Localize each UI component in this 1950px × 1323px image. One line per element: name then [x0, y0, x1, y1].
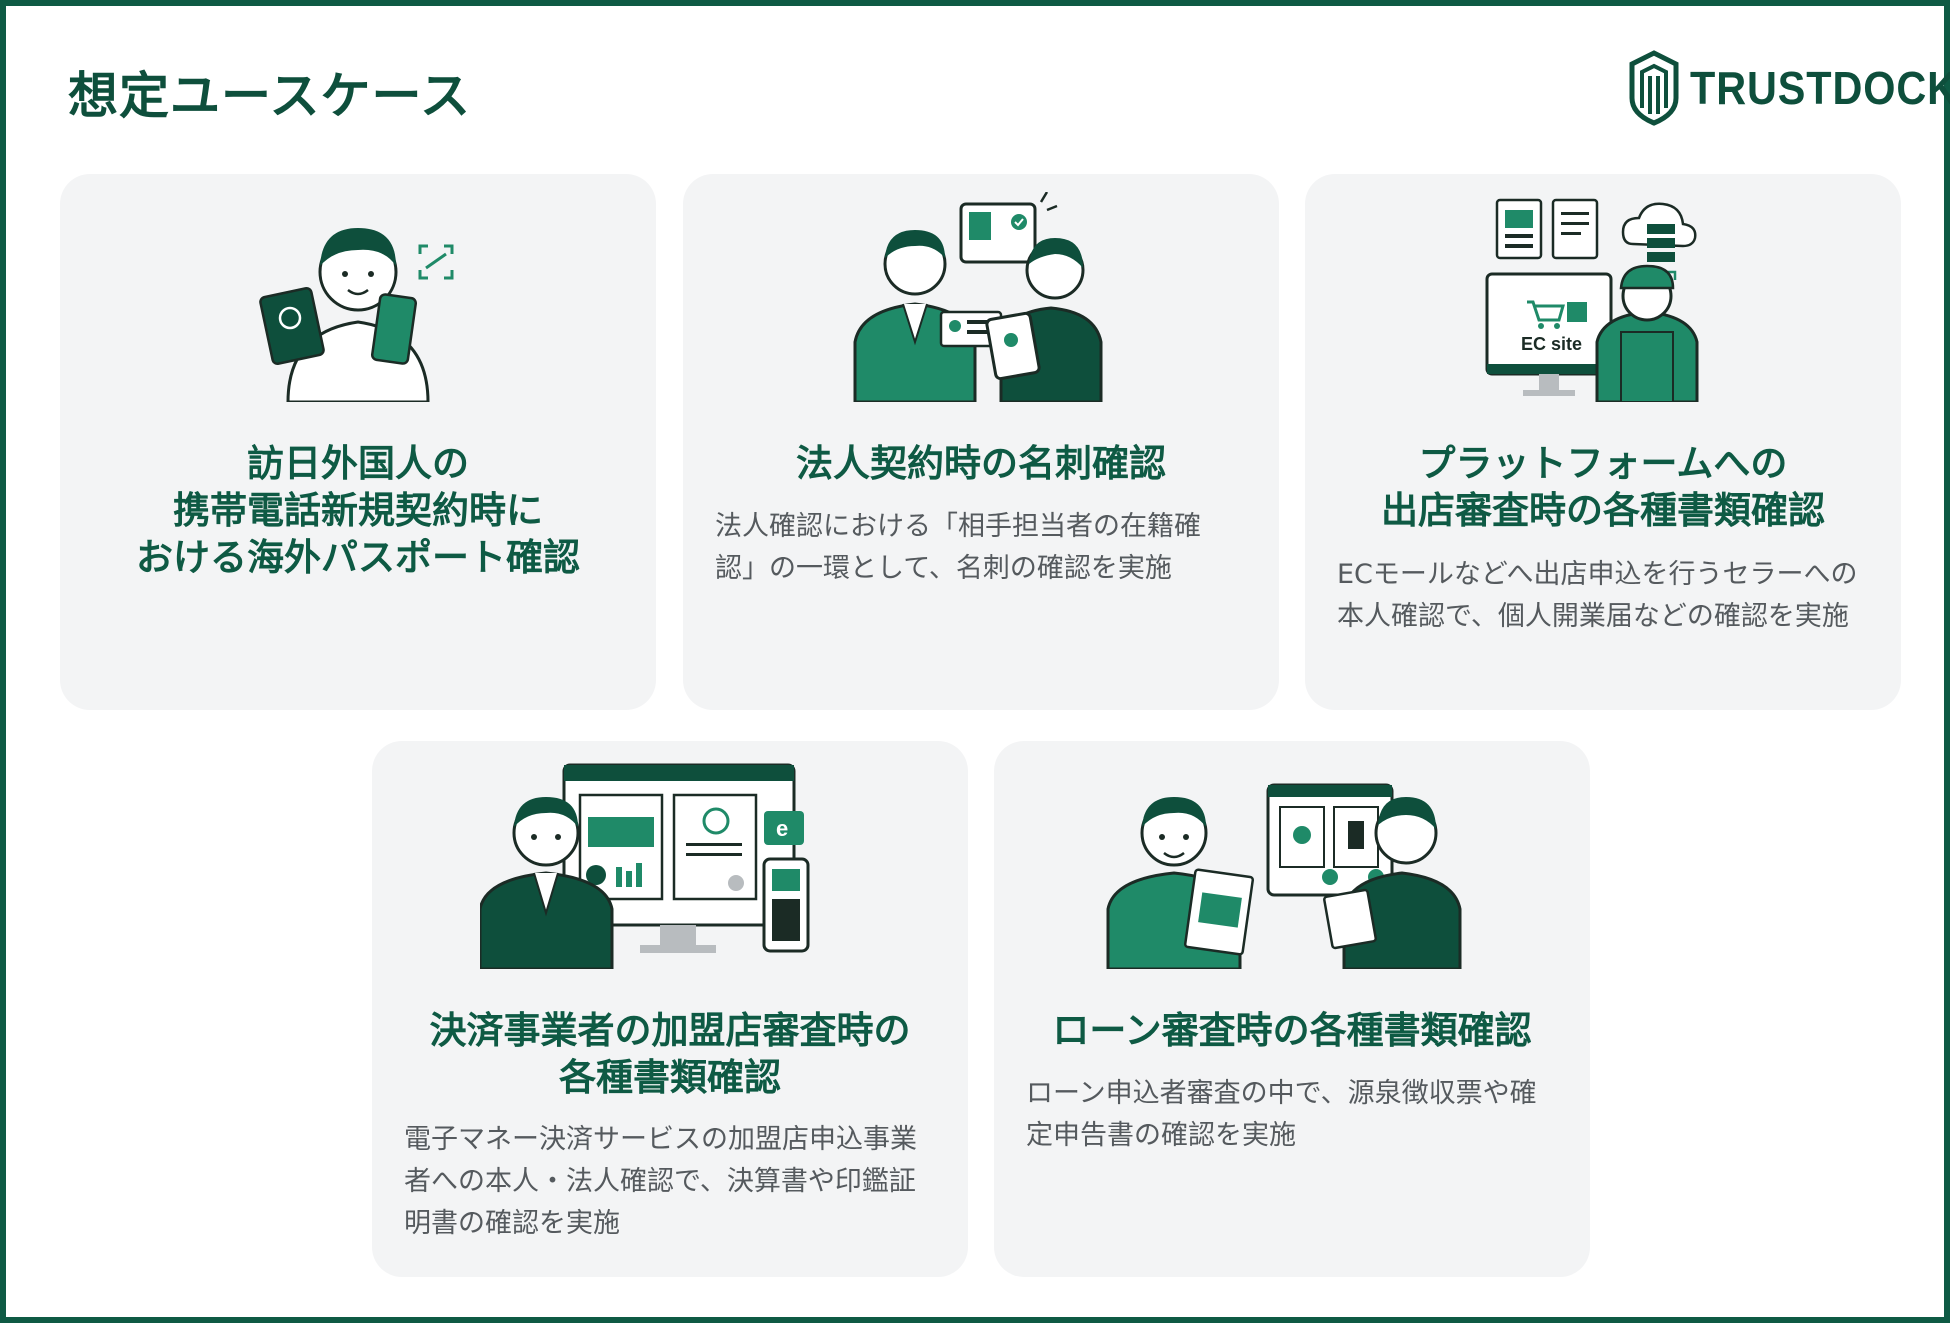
card-title: 法人契約時の名刺確認: [796, 442, 1166, 485]
usecase-card-passport: 訪日外国人の 携帯電話新規契約時に おける海外パスポート確認: [60, 174, 656, 710]
brand-name: TRUSTDOCK: [1690, 62, 1950, 114]
card-title: ローン審査時の各種書類確認: [1052, 1009, 1532, 1052]
ec-site-label: EC site: [1521, 334, 1582, 354]
loan-review-illustration: [994, 759, 1590, 969]
card-title: 訪日外国人の 携帯電話新規契約時に おける海外パスポート確認: [136, 442, 580, 579]
page-title: 想定ユースケース: [68, 67, 471, 125]
card-description: ECモールなどへ出店申込を行うセラーへの 本人確認で、個人開業届などの確認を実施: [1337, 559, 1858, 632]
usecase-card-loan: ローン審査時の各種書類確認 ローン申込者審査の中で、源泉徴収票や確 定申告書の確…: [994, 741, 1590, 1277]
card-title: プラットフォームへの 出店審査時の各種書類確認: [1381, 442, 1825, 532]
usecase-card-business-card: 法人契約時の名刺確認 法人確認における「相手担当者の在籍確 認」の一環として、名…: [683, 174, 1279, 710]
card-description: 電子マネー決済サービスの加盟店申込事業 者への本人・法人確認で、決算書や印鑑証 …: [404, 1124, 917, 1239]
card-description: 法人確認における「相手担当者の在籍確 認」の一環として、名刺の確認を実施: [715, 511, 1201, 584]
passport-check-illustration: [60, 192, 656, 402]
ec-site-seller-illustration: EC site: [1305, 192, 1901, 402]
usecase-card-payment: e 決済事業者の加盟店審査時の 各種書類確認 電子マネー決済サービスの加盟店申込…: [372, 741, 968, 1277]
card-title: 決済事業者の加盟店審査時の 各種書類確認: [429, 1009, 911, 1099]
business-card-illustration: [683, 192, 1279, 402]
usecase-card-platform: EC site プラットフォームへの 出店審査時の各種書類確認 ECモールなどへ…: [1305, 174, 1901, 710]
payment-merchant-illustration: e: [372, 759, 968, 969]
trustdock-logo: TRUSTDOCK: [1628, 50, 1950, 126]
emoney-label: e: [776, 816, 788, 841]
shield-logo-icon: [1629, 50, 1679, 126]
card-description: ローン申込者審査の中で、源泉徴収票や確 定申告書の確認を実施: [1026, 1078, 1537, 1151]
